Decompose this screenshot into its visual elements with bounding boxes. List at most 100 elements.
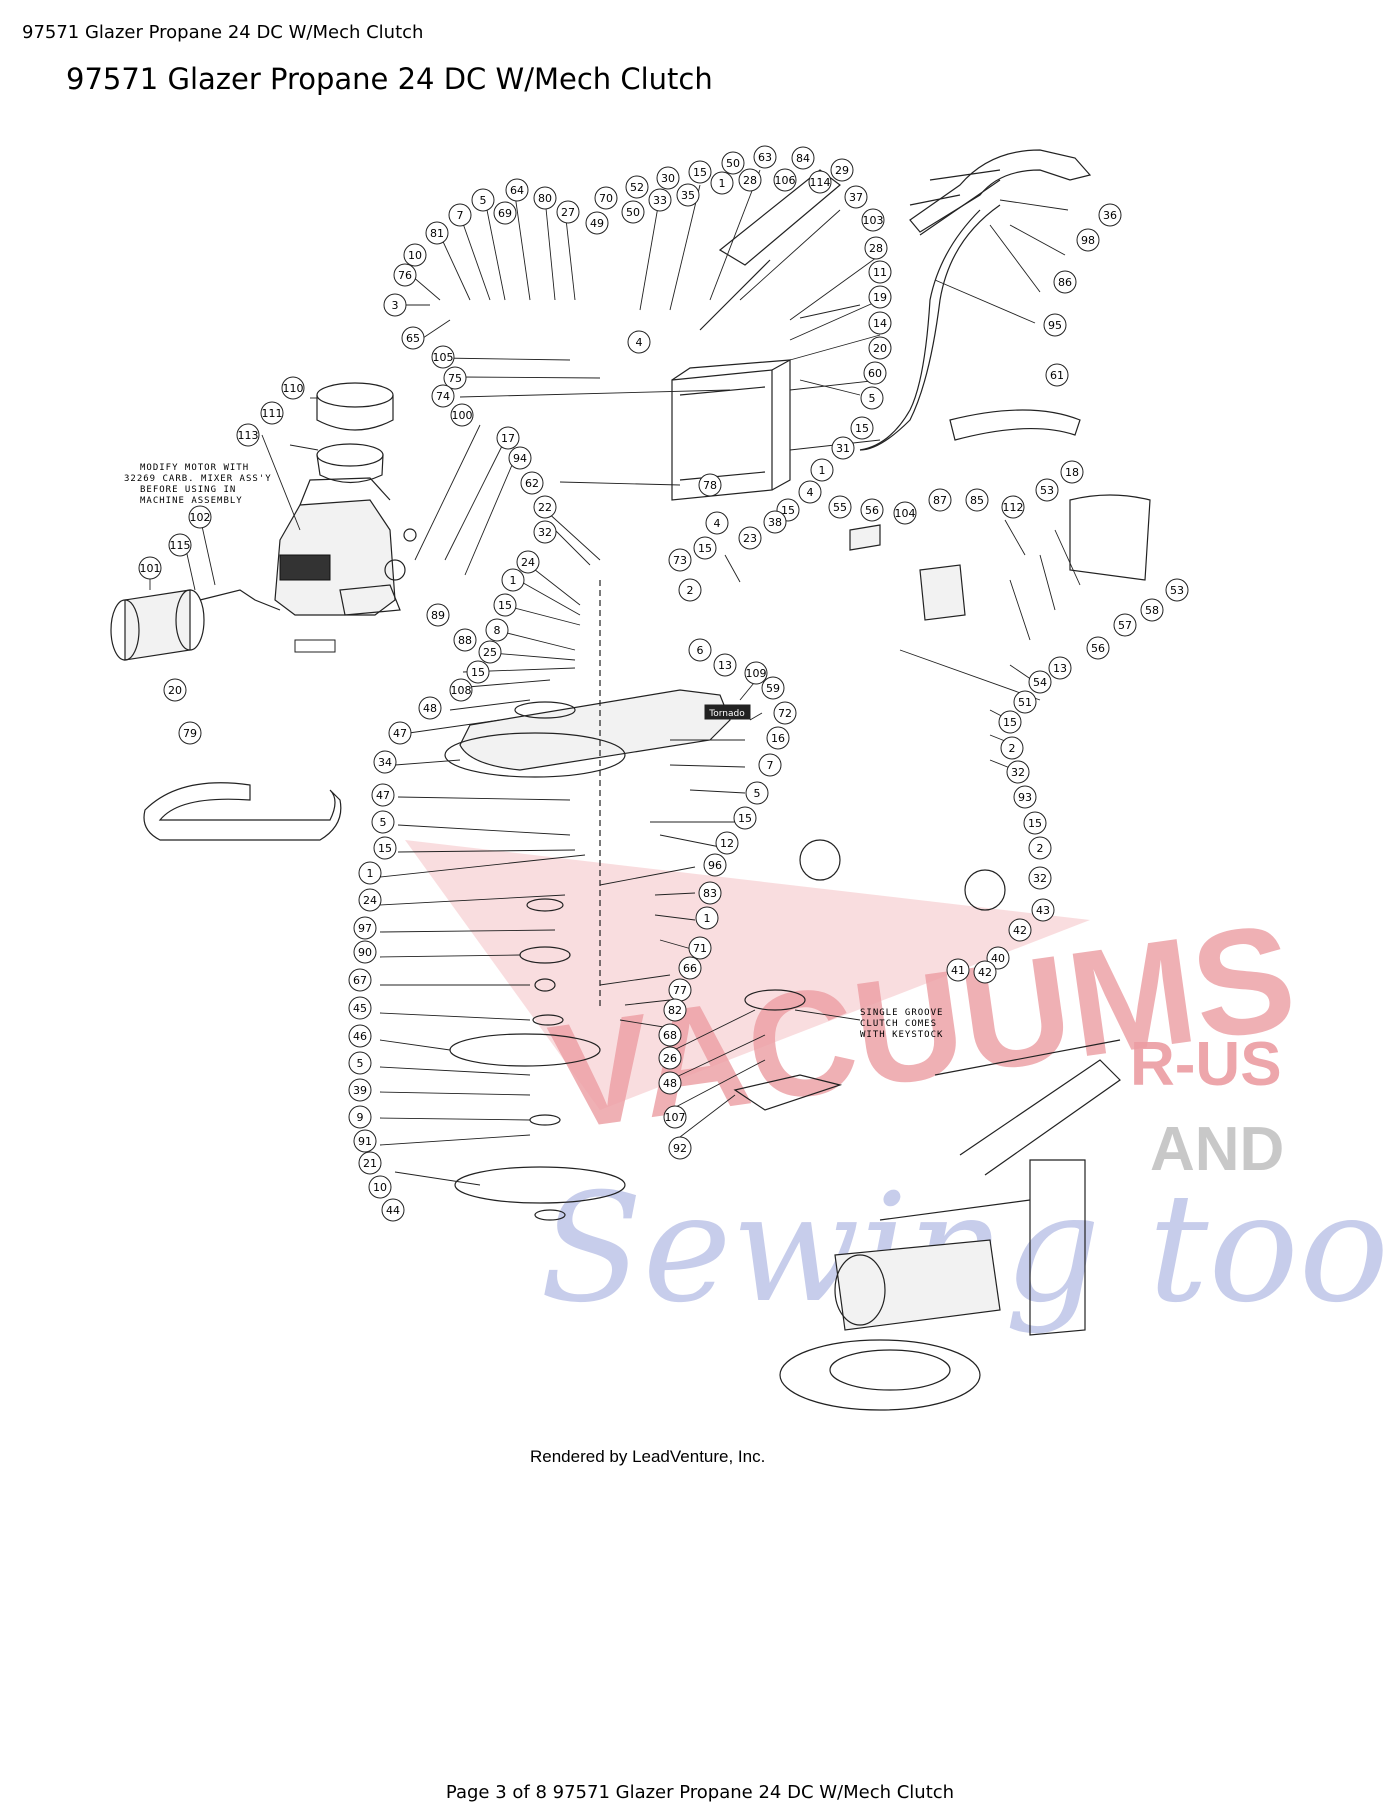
svg-text:105: 105 [433, 351, 454, 364]
callout-107: 107 [663, 1105, 687, 1129]
svg-text:10: 10 [373, 1181, 387, 1194]
callout-103: 103 [861, 208, 885, 232]
svg-text:106: 106 [775, 174, 796, 187]
air-filter-element [316, 443, 384, 467]
page-title: 97571 Glazer Propane 24 DC W/Mech Clutch [66, 62, 713, 96]
callout-52: 52 [625, 175, 649, 199]
callout-5: 5 [348, 1051, 372, 1075]
svg-text:98: 98 [1081, 234, 1095, 247]
callout-54: 54 [1028, 670, 1052, 694]
svg-text:5: 5 [380, 816, 387, 829]
callout-22: 22 [533, 495, 557, 519]
callout-18: 18 [1060, 460, 1084, 484]
callout-65: 65 [401, 326, 425, 350]
svg-text:69: 69 [498, 207, 512, 220]
callout-37: 37 [844, 185, 868, 209]
svg-text:86: 86 [1058, 276, 1072, 289]
callout-56: 56 [860, 498, 884, 522]
callout-28: 28 [864, 236, 888, 260]
svg-text:107: 107 [665, 1111, 686, 1124]
shroud-61 [949, 409, 1081, 441]
svg-text:66: 66 [683, 962, 697, 975]
callout-4: 4 [627, 330, 651, 354]
callout-5: 5 [860, 386, 884, 410]
callout-47: 47 [371, 783, 395, 807]
callout-79: 79 [178, 721, 202, 745]
svg-text:93: 93 [1018, 791, 1032, 804]
callout-38: 38 [763, 510, 787, 534]
svg-text:CLUTCH COMES: CLUTCH COMES [860, 1019, 937, 1029]
svg-text:61: 61 [1050, 369, 1064, 382]
svg-text:7: 7 [457, 209, 464, 222]
svg-text:3: 3 [392, 299, 399, 312]
svg-text:15: 15 [693, 166, 707, 179]
svg-text:111: 111 [262, 407, 283, 420]
svg-text:30: 30 [661, 172, 675, 185]
svg-text:64: 64 [510, 184, 524, 197]
callout-42: 42 [1008, 918, 1032, 942]
svg-text:1: 1 [819, 464, 826, 477]
svg-text:16: 16 [771, 732, 785, 745]
svg-text:65: 65 [406, 332, 420, 345]
callout-8: 8 [485, 618, 509, 642]
callout-94: 94 [508, 446, 532, 470]
callout-113: 113 [236, 423, 260, 447]
callout-60: 60 [863, 361, 887, 385]
callout-47: 47 [388, 721, 412, 745]
callout-64: 64 [505, 178, 529, 202]
callout-53: 53 [1035, 478, 1059, 502]
callout-83: 83 [698, 881, 722, 905]
svg-text:77: 77 [673, 984, 687, 997]
svg-text:15: 15 [698, 542, 712, 555]
svg-text:21: 21 [363, 1157, 377, 1170]
svg-text:32: 32 [538, 526, 552, 539]
callout-15: 15 [850, 416, 874, 440]
callout-69: 69 [493, 201, 517, 225]
callout-bubbles: 3761081756964802749705052333035151502863… [138, 145, 1189, 1222]
callout-114: 114 [808, 170, 832, 194]
svg-text:14: 14 [873, 317, 887, 330]
svg-text:34: 34 [378, 756, 392, 769]
callout-77: 77 [668, 978, 692, 1002]
callout-115: 115 [168, 533, 192, 557]
callout-73: 73 [668, 548, 692, 572]
svg-text:115: 115 [170, 539, 191, 552]
callout-80: 80 [533, 186, 557, 210]
callout-2: 2 [678, 578, 702, 602]
svg-text:24: 24 [363, 894, 377, 907]
svg-text:103: 103 [863, 214, 884, 227]
clutch-pulley [744, 989, 806, 1011]
callout-2: 2 [1000, 736, 1024, 760]
callout-10: 10 [368, 1175, 392, 1199]
callout-7: 7 [448, 203, 472, 227]
svg-text:32269 CARB. MIXER ASS'Y: 32269 CARB. MIXER ASS'Y [124, 474, 272, 484]
callout-70: 70 [594, 186, 618, 210]
pad-44 [454, 1166, 626, 1204]
svg-text:94: 94 [513, 452, 527, 465]
callout-61: 61 [1045, 363, 1069, 387]
svg-text:15: 15 [498, 599, 512, 612]
svg-text:32: 32 [1011, 766, 1025, 779]
callout-92: 92 [668, 1136, 692, 1160]
callout-51: 51 [1013, 690, 1037, 714]
callout-42: 42 [973, 960, 997, 984]
callout-84: 84 [791, 146, 815, 170]
page-footer: Page 3 of 8 97571 Glazer Propane 24 DC W… [445, 1782, 955, 1803]
callout-5: 5 [745, 781, 769, 805]
svg-text:15: 15 [471, 666, 485, 679]
callout-25: 25 [478, 640, 502, 664]
callout-85: 85 [965, 488, 989, 512]
callout-14: 14 [868, 311, 892, 335]
svg-text:62: 62 [525, 477, 539, 490]
callout-100: 100 [450, 403, 474, 427]
svg-text:15: 15 [378, 842, 392, 855]
svg-text:15: 15 [781, 504, 795, 517]
svg-text:35: 35 [681, 189, 695, 202]
callout-86: 86 [1053, 270, 1077, 294]
callout-30: 30 [656, 166, 680, 190]
svg-text:109: 109 [746, 667, 767, 680]
callout-10: 10 [403, 243, 427, 267]
svg-text:19: 19 [873, 291, 887, 304]
svg-text:20: 20 [168, 684, 182, 697]
svg-text:113: 113 [238, 429, 259, 442]
